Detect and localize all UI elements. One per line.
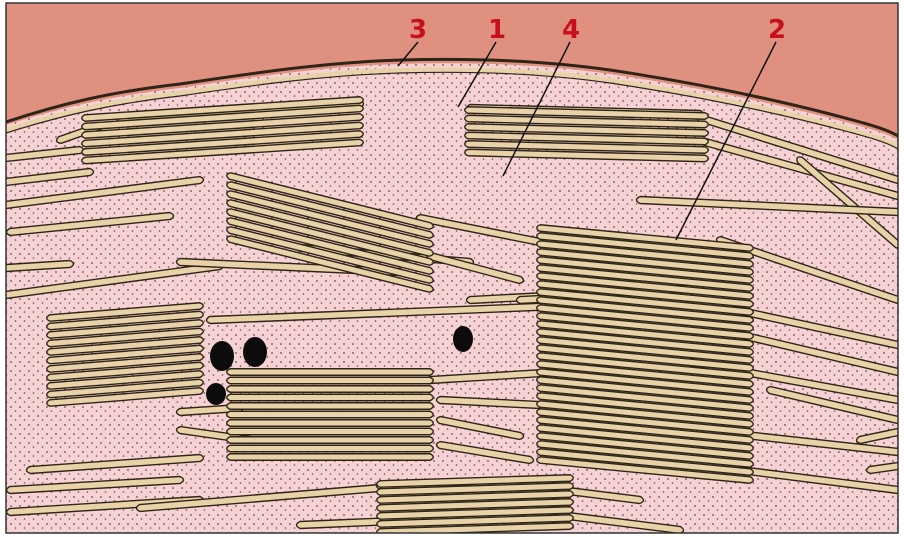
plastoglobule: [453, 326, 473, 352]
label-3: 3: [409, 15, 427, 45]
granum-thylakoid: [227, 428, 434, 435]
label-1: 1: [488, 15, 506, 45]
granum-thylakoid: [227, 369, 434, 376]
granum-thylakoid: [227, 454, 434, 461]
granum-stack: [377, 475, 573, 535]
granum-thylakoid: [227, 386, 434, 393]
granum-thylakoid: [227, 437, 434, 444]
granum-thylakoid: [227, 403, 434, 410]
granum-thylakoid: [227, 377, 434, 384]
granum-thylakoid: [227, 445, 434, 452]
granum-stack: [227, 369, 434, 461]
plastoglobule: [210, 341, 234, 371]
granum-thylakoid: [227, 420, 434, 427]
granum-thylakoid: [227, 411, 434, 418]
label-2: 2: [768, 15, 786, 45]
plastoglobule: [243, 337, 267, 367]
granum-thylakoid: [227, 394, 434, 401]
plastoglobule: [206, 383, 226, 405]
label-4: 4: [562, 15, 580, 45]
